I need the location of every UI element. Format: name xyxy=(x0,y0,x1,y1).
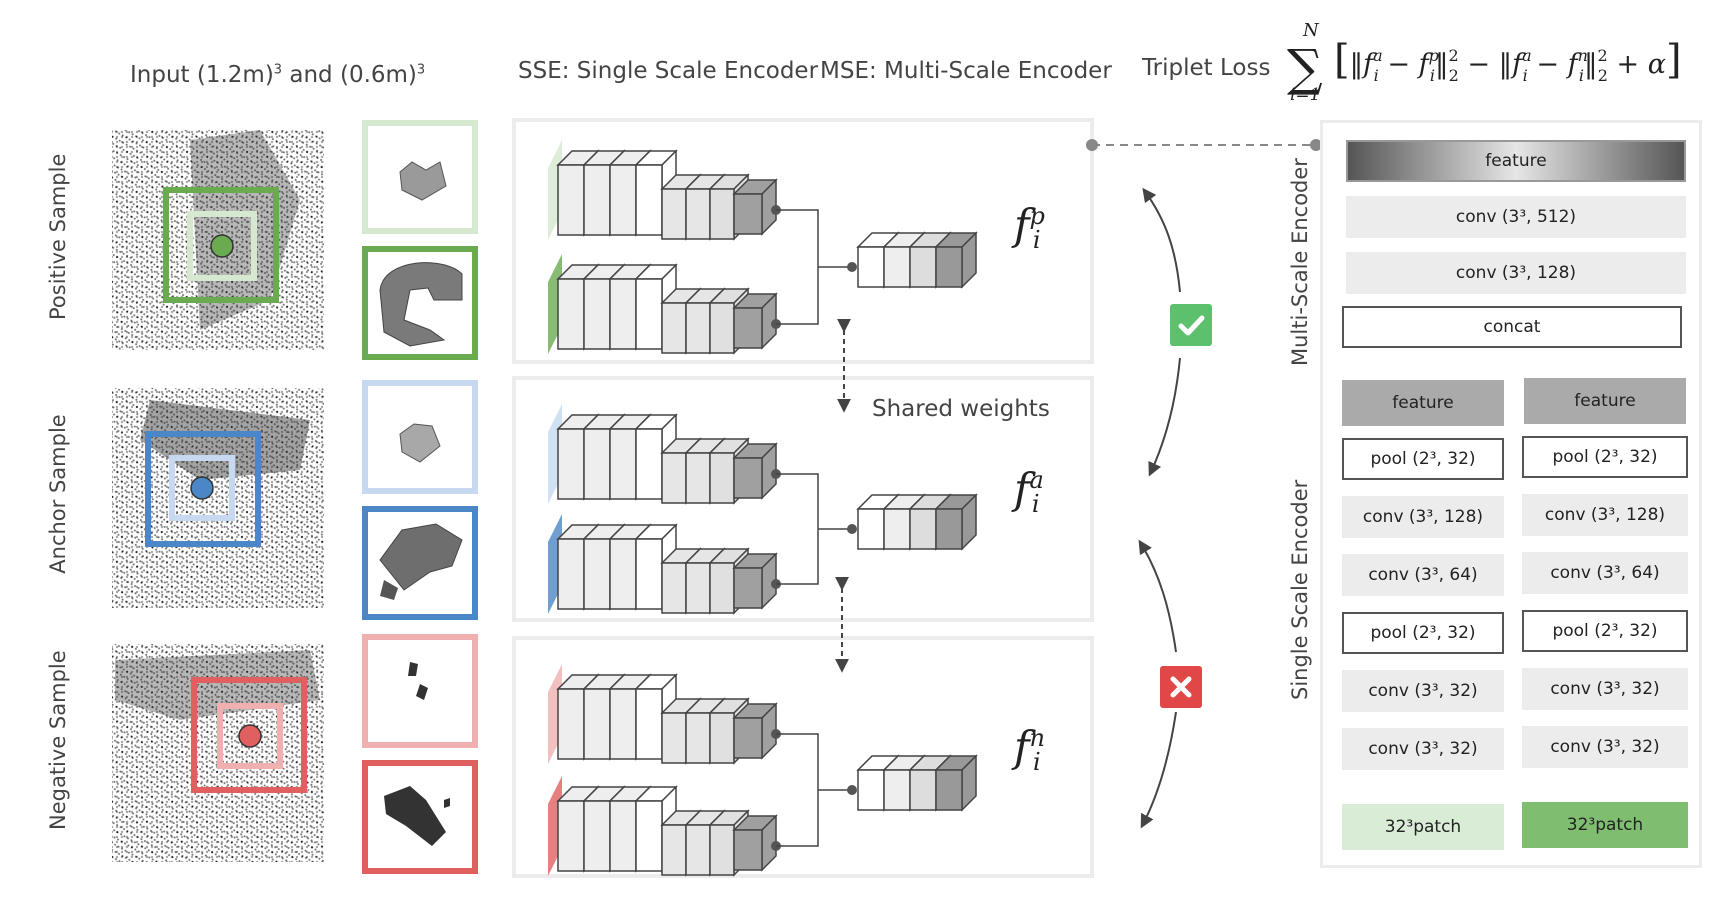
anchor-down-arc-arrow xyxy=(1138,539,1177,653)
mse-concat: concat xyxy=(1342,306,1682,348)
sse1-pool-1: pool (2³, 32) xyxy=(1342,438,1504,480)
sse2-conv-128: conv (3³, 128) xyxy=(1522,494,1688,536)
feature-positive: fpi xyxy=(1014,200,1045,255)
input-header: Input (1.2m)3 and (0.6m)3 xyxy=(130,62,426,88)
positive-point-cloud xyxy=(112,130,324,350)
sse1-conv-32b: conv (3³, 32) xyxy=(1342,728,1504,770)
sse2-conv-32a: conv (3³, 32) xyxy=(1522,668,1688,710)
sse1-conv-32a: conv (3³, 32) xyxy=(1342,670,1504,712)
match-badge xyxy=(1170,304,1212,346)
sse1-feature: feature xyxy=(1342,380,1504,426)
negative-point-cloud xyxy=(112,644,324,862)
check-icon xyxy=(1178,315,1205,336)
sse2-conv-32b: conv (3³, 32) xyxy=(1522,726,1688,768)
positive-arc-arrow xyxy=(1142,187,1181,293)
sse2-pool-2: pool (2³, 32) xyxy=(1522,610,1688,652)
feature-negative: fni xyxy=(1014,722,1046,777)
mse-conv-512: conv (3³, 512) xyxy=(1346,196,1686,238)
shared-weights-label: Shared weights xyxy=(872,396,1050,422)
mismatch-badge xyxy=(1160,666,1202,708)
anchor-point-cloud xyxy=(112,388,324,608)
mse-header: MSE: Multi-Scale Encoder xyxy=(820,58,1112,84)
sse1-pool-2: pool (2³, 32) xyxy=(1342,612,1504,654)
sse2-conv-64: conv (3³, 64) xyxy=(1522,552,1688,594)
sse-header: SSE: Single Scale Encoder xyxy=(518,58,819,84)
sse1-patch: 32³patch xyxy=(1342,804,1504,850)
sse1-conv-128: conv (3³, 128) xyxy=(1342,496,1504,538)
sse2-pool-1: pool (2³, 32) xyxy=(1522,436,1688,478)
negative-arc-arrow xyxy=(1140,711,1177,829)
mse-conv-128: conv (3³, 128) xyxy=(1346,252,1686,294)
sse2-patch: 32³patch xyxy=(1522,802,1688,848)
anchor-up-arc-arrow xyxy=(1148,357,1181,477)
feature-anchor: fai xyxy=(1014,464,1044,519)
sse2-feature: feature xyxy=(1524,378,1686,424)
mse-feature: feature xyxy=(1346,140,1686,182)
sse-column-title: Single Scale Encoder xyxy=(1288,479,1312,700)
cross-icon xyxy=(1170,676,1192,698)
sse1-conv-64: conv (3³, 64) xyxy=(1342,554,1504,596)
mse-column-title: Multi-Scale Encoder xyxy=(1288,158,1312,366)
triplet-loss-header: Triplet Loss xyxy=(1142,55,1271,81)
